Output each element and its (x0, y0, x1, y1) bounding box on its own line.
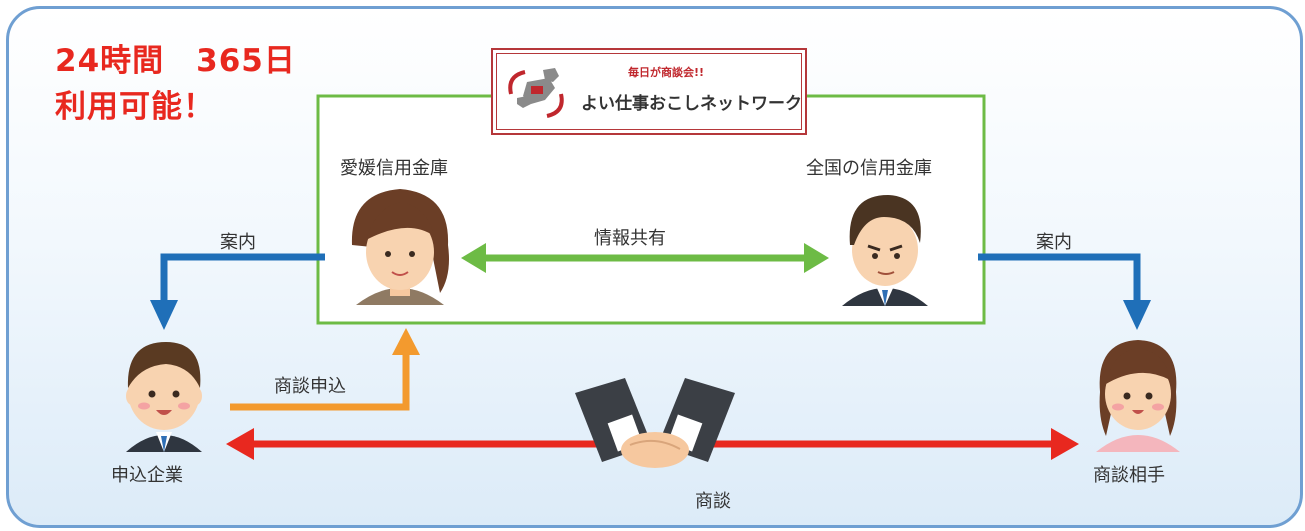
guide-right-label: 案内 (1036, 232, 1072, 253)
logo-name: よい仕事おこしネットワーク (581, 94, 802, 114)
applicant-person-icon (126, 342, 202, 452)
logo-tagline: 毎日が商談会!! (628, 66, 705, 79)
bank-staff-man-icon (842, 195, 928, 306)
applicant-label: 申込企業 (111, 465, 183, 486)
left-bank-label: 愛媛信用金庫 (340, 158, 448, 179)
network-logo: 毎日が商談会!! よい仕事おこしネットワーク (491, 48, 807, 135)
guide-left-label: 案内 (220, 232, 256, 253)
partner-label: 商談相手 (1093, 465, 1165, 486)
info-share-label: 情報共有 (594, 228, 666, 249)
partner-person-icon (1096, 340, 1180, 452)
guide-right-arrow (978, 253, 1151, 330)
apply-label: 商談申込 (274, 376, 346, 397)
negotiation-label: 商談 (695, 491, 731, 512)
right-bank-label: 全国の信用金庫 (806, 158, 932, 179)
apply-arrow (230, 328, 420, 411)
info-share-arrow (461, 243, 829, 273)
headline-hours: 24時間 365日 (55, 43, 296, 79)
bank-staff-woman-icon (351, 189, 449, 305)
handshake-icon (575, 378, 735, 468)
japan-map-icon (508, 68, 564, 118)
guide-left-arrow (150, 253, 325, 330)
headline-available: 利用可能！ (55, 89, 215, 125)
